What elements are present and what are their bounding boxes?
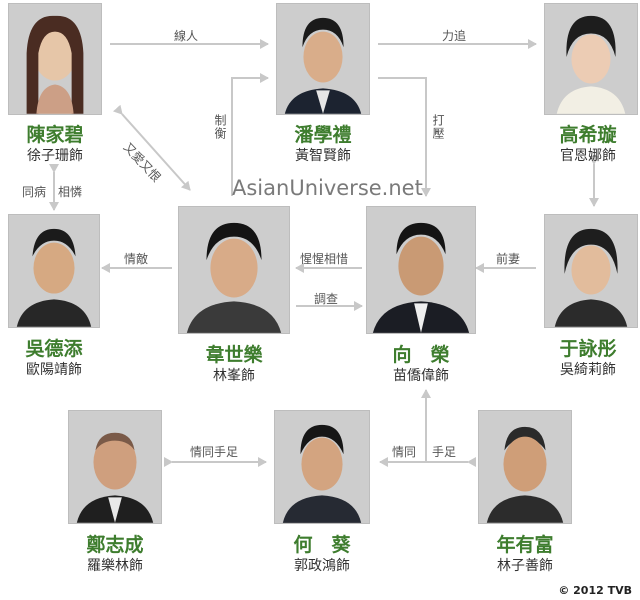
label-mutual-respect: 惺惺相惜 (300, 252, 349, 266)
watermark: AsianUniverse.net (232, 176, 423, 200)
portrait-wai-sai-lok (178, 206, 290, 334)
role-name-5: 向 榮 (392, 344, 450, 366)
actor-name-1: 黃智賢飾 (295, 148, 351, 164)
role-name-3: 吳德添 (25, 338, 83, 360)
label-ex-wife: 前妻 (496, 252, 521, 266)
actor-name-5: 苗僑偉飾 (393, 368, 449, 384)
role-name-8: 何 葵 (293, 534, 351, 556)
label-fellow-suffering: 同病 相憐 (22, 185, 83, 199)
actor-name-9: 林子善飾 (497, 558, 553, 574)
portrait-yu-wing-tung (544, 214, 638, 328)
actor-name-8: 郭政鴻飾 (294, 558, 350, 574)
portrait-chan-ka-bik (8, 3, 102, 115)
label-like-brothers-b: 手足 (432, 445, 457, 459)
role-name-0: 陳家碧 (26, 124, 84, 146)
actor-name-2: 官恩娜飾 (560, 148, 616, 164)
label-like-brothers: 情同手足 (190, 445, 239, 459)
portrait-ho-kwai (274, 410, 370, 524)
label-suppress: 打壓 (431, 114, 445, 140)
role-name-7: 鄭志成 (86, 534, 144, 556)
label-informant: 線人 (174, 29, 199, 43)
label-pursue: 力追 (442, 29, 467, 43)
copyright: © 2012 TVB (558, 584, 632, 597)
actor-name-6: 吳綺莉飾 (560, 362, 616, 378)
portrait-poon-hok-lai (276, 3, 370, 115)
arrow-suppress (378, 77, 431, 197)
portrait-heung-wing (366, 206, 476, 334)
role-name-4: 韋世樂 (205, 344, 263, 366)
label-check: 制衡 (213, 114, 227, 140)
actor-name-4: 林峯飾 (213, 368, 255, 384)
actor-name-7: 羅樂林飾 (87, 558, 143, 574)
role-name-6: 于詠彤 (559, 338, 617, 360)
label-like-brothers-a: 情同 (392, 445, 417, 459)
arrow-check (231, 73, 269, 196)
arrow-love-hate (112, 104, 191, 191)
label-investigate: 調查 (314, 292, 339, 306)
role-name-9: 年有富 (496, 534, 554, 556)
role-name-1: 潘學禮 (294, 124, 352, 146)
actor-name-0: 徐子珊飾 (27, 148, 83, 164)
portrait-ko-hei-suen (544, 3, 638, 115)
portrait-ng-tak-tim (8, 214, 100, 328)
portrait-nin-yau-fu (478, 410, 572, 524)
actor-name-3: 歐陽靖飾 (26, 362, 82, 378)
role-name-2: 高希璇 (559, 124, 617, 146)
portrait-cheng-chi-shing (68, 410, 162, 524)
label-love-rival: 情敵 (124, 252, 149, 266)
